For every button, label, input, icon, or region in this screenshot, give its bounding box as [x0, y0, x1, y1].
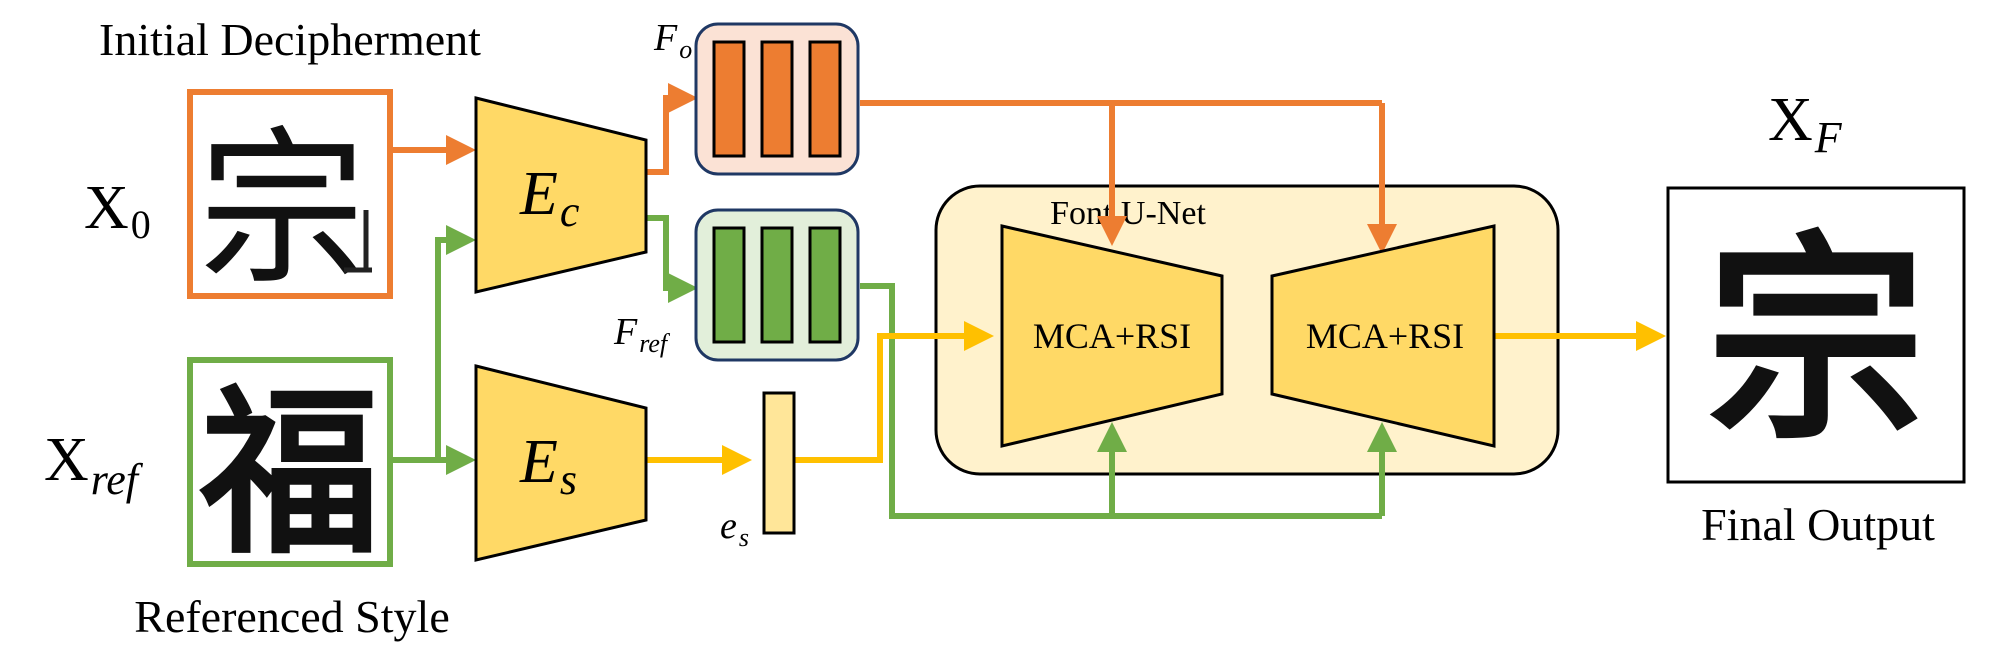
final-output-label: Final Output — [1701, 499, 1935, 550]
xf-label: XF — [1768, 86, 1843, 162]
fo-label: Fo — [653, 17, 692, 64]
fref-label: Fref — [613, 311, 671, 358]
output-glyph: 宗 — [1706, 211, 1926, 470]
fref-feature-bar-2 — [760, 226, 794, 344]
svg-text:X0: X0 — [84, 174, 151, 247]
es-label: es — [720, 505, 749, 552]
svg-text:XF: XF — [1768, 86, 1843, 162]
initial-decipherment-label: Initial Decipherment — [99, 14, 481, 65]
x0-label: X0 — [84, 174, 151, 247]
output-image-frame — [1666, 186, 1966, 484]
arrow-ec-to-fref — [646, 215, 698, 303]
encoder-ec — [474, 96, 648, 294]
encoder-es — [474, 364, 648, 562]
arrow-xref-to-ec — [392, 225, 476, 463]
arrow-ec-to-fo — [646, 83, 698, 175]
fref-feature-bar-1 — [712, 226, 746, 344]
arrow-embedding-to-block-left — [793, 321, 994, 463]
xref-image-frame — [187, 357, 393, 567]
xref-glyph: 福 — [199, 368, 380, 579]
x0-glyph: 宗 — [198, 112, 366, 308]
unet-block-left-label: MCA+RSI — [1033, 316, 1191, 356]
xref-label: Xref — [44, 426, 144, 504]
svg-text:Xref: Xref — [44, 426, 144, 504]
font-unet-label: Font U-Net — [1050, 195, 1206, 232]
fo-feature-bar-2 — [760, 40, 794, 158]
referenced-style-label: Referenced Style — [134, 591, 449, 642]
fref-feature-bar-3 — [808, 226, 842, 344]
line-fref-to-unet — [860, 283, 1382, 519]
fo-feature-bar-3 — [808, 40, 842, 158]
unet-block-right-label: MCA+RSI — [1306, 316, 1464, 356]
encoder-ec-label: Ec — [519, 160, 580, 236]
es-embedding-bar — [762, 391, 796, 535]
unet-block-left — [1000, 224, 1224, 448]
x0-image-frame — [187, 89, 393, 299]
unet-block-right — [1270, 224, 1496, 448]
fo-feature-bar-1 — [712, 40, 746, 158]
encoder-es-label: Es — [519, 428, 577, 504]
